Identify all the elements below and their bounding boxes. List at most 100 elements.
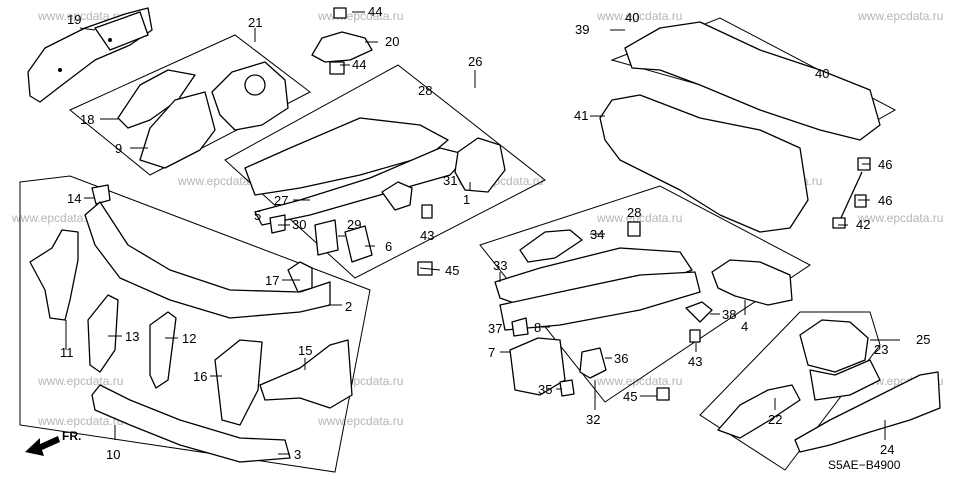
part-46-shape: [854, 194, 867, 208]
part-31-shape: [381, 181, 413, 211]
part-19-shape: [58, 68, 62, 72]
frame-group-front: [19, 175, 371, 473]
part-label-44: 44: [368, 4, 382, 19]
part-label-38: 38: [722, 307, 736, 322]
watermark: www.epcdata.ru: [37, 374, 123, 388]
watermark: www.epcdata.ru: [596, 374, 682, 388]
part-label-40: 40: [625, 10, 639, 25]
diagram-code: S5AE−B4900: [828, 458, 901, 472]
part-label-32: 32: [586, 412, 600, 427]
part-43-shape: [689, 329, 701, 343]
part-25-shape: [809, 359, 881, 401]
part-42-shape: [832, 217, 846, 229]
part-11-shape: [29, 229, 79, 321]
part-label-44: 44: [352, 57, 366, 72]
watermark: www.epcdata.ru: [11, 211, 97, 225]
leader-line: [419, 267, 441, 271]
leader-line: [79, 27, 96, 31]
part-label-31: 31: [443, 173, 457, 188]
part-label-43: 43: [688, 354, 702, 369]
part-34-shape: [519, 229, 583, 263]
part-label-29: 29: [347, 217, 361, 232]
part-number-labels: 19 21 44 20 44 18 9 26 28 39 40 40 41 46…: [60, 4, 930, 462]
watermark: www.epcdata.ru: [857, 9, 943, 23]
part-label-24: 24: [880, 442, 894, 457]
part-label-33: 33: [493, 258, 507, 273]
part-label-35: 35: [538, 382, 552, 397]
part-16-shape: [214, 339, 263, 426]
watermark: www.epcdata.ru: [596, 9, 682, 23]
part-shapes: [27, 7, 941, 463]
part-28-shape: [627, 221, 641, 237]
part-29-shape: [314, 219, 339, 256]
part-label-5: 5: [254, 208, 261, 223]
part-label-26: 26: [468, 54, 482, 69]
part-label-21: 21: [248, 15, 262, 30]
part-label-45: 45: [445, 263, 459, 278]
part-label-28: 28: [418, 83, 432, 98]
part-label-45: 45: [623, 389, 637, 404]
part-22-shape: [717, 384, 801, 439]
part-label-19: 19: [67, 12, 81, 27]
part-42-shape: [839, 171, 863, 221]
watermark: www.epcdata.ru: [857, 211, 943, 225]
part-label-37: 37: [488, 321, 502, 336]
front-direction-indicator: FR.: [25, 429, 81, 456]
part-13-shape: [87, 294, 119, 373]
part-label-23: 23: [874, 342, 888, 357]
part-label-3: 3: [294, 447, 301, 462]
part-14-shape: [91, 184, 111, 205]
part-label-13: 13: [125, 329, 139, 344]
part-10-shape: [91, 384, 291, 463]
part-27-shape: [244, 117, 449, 196]
part-label-15: 15: [298, 343, 312, 358]
front-arrow-icon: [25, 436, 60, 456]
front-label: FR.: [62, 429, 81, 443]
watermark: www.epcdata.ru: [596, 211, 682, 225]
part-6-shape: [344, 225, 373, 263]
part-12-shape: [149, 311, 177, 389]
part-label-10: 10: [106, 447, 120, 462]
part-35-shape: [559, 379, 575, 397]
part-label-7: 7: [488, 345, 495, 360]
part-label-9: 9: [115, 141, 122, 156]
part-4-shape: [711, 259, 793, 306]
part-21-shape: [244, 74, 266, 96]
part-20-shape: [311, 31, 373, 63]
part-label-11: 11: [60, 345, 74, 360]
watermark: www.epcdata.ru: [317, 9, 403, 23]
part-label-22: 22: [768, 412, 782, 427]
part-label-20: 20: [385, 34, 399, 49]
part-18-shape: [117, 69, 196, 129]
part-30-shape: [269, 214, 286, 234]
frame-group-32: [479, 185, 811, 403]
part-label-30: 30: [292, 217, 306, 232]
frame-group-26: [224, 64, 546, 279]
watermark: www.epcdata.ru: [37, 414, 123, 428]
watermark: www.epcdata.ru: [177, 174, 263, 188]
part-43-shape: [421, 204, 433, 219]
watermark: www.epcdata.ru: [37, 9, 123, 23]
part-label-28: 28: [627, 205, 641, 220]
part-label-46: 46: [878, 193, 892, 208]
part-45-shape: [656, 387, 670, 401]
part-21-shape: [211, 61, 289, 131]
part-44-shape: [329, 61, 345, 75]
part-label-4: 4: [741, 319, 748, 334]
part-label-39: 39: [575, 22, 589, 37]
part-label-41: 41: [574, 108, 588, 123]
part-37-shape: [511, 317, 529, 337]
part-label-12: 12: [182, 331, 196, 346]
part-15-shape: [259, 339, 353, 409]
watermark: www.epcdata.ru: [317, 414, 403, 428]
part-2-shape: [84, 201, 331, 319]
part-17-shape: [287, 261, 313, 293]
part-1-shape: [454, 137, 506, 193]
part-label-43: 43: [420, 228, 434, 243]
part-label-14: 14: [67, 191, 81, 206]
part-label-46: 46: [878, 157, 892, 172]
part-label-25: 25: [916, 332, 930, 347]
part-36-shape: [579, 347, 607, 379]
part-7-shape: [509, 337, 566, 396]
